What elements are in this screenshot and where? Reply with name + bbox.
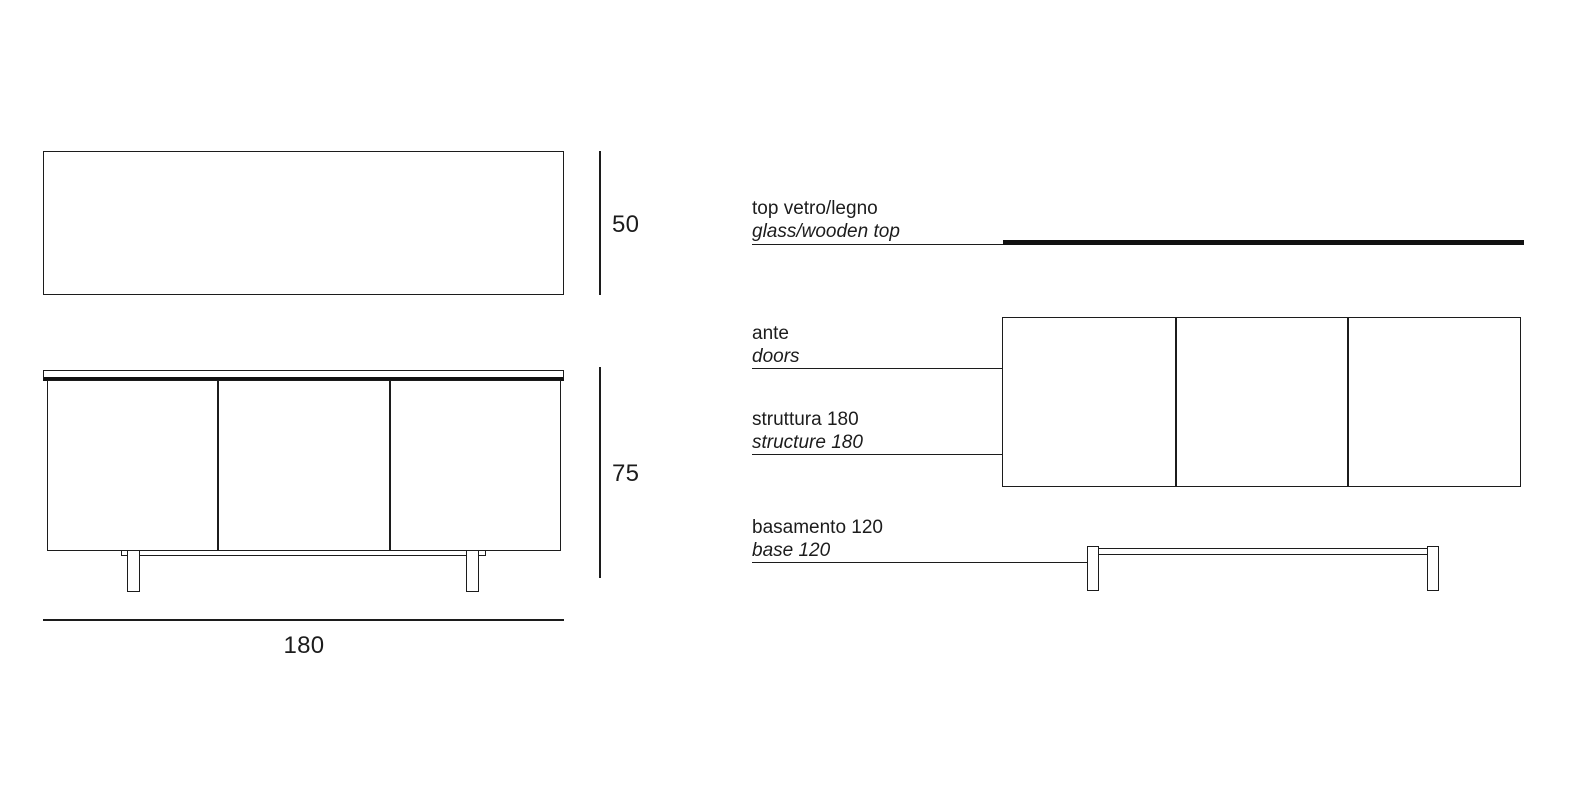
dimension-line-plan-depth [599,151,601,295]
plan-view-outline [43,151,564,295]
front-door-divider-1 [217,381,219,550]
callout-doors-leader-line [752,368,1035,370]
front-left-leg [127,550,140,592]
front-base-rail [121,550,486,556]
dimension-value-plan-depth: 50 [612,211,640,238]
callout-base-secondary: base 120 [752,540,831,561]
exploded-base-rail [1087,548,1439,555]
dimension-line-front-width [43,619,564,621]
exploded-base-left-leg [1087,546,1099,591]
callout-doors-secondary: doors [752,346,800,367]
callout-top-leader-line [752,244,1004,246]
front-top-slab [43,370,564,381]
dimension-value-front-width: 180 [283,632,325,659]
callout-top-secondary: glass/wooden top [752,221,900,242]
dimension-value-front-height: 75 [612,460,640,487]
exploded-door-divider-2 [1347,318,1349,486]
callout-base-leader-line [752,562,1087,564]
callout-structure-primary: struttura 180 [752,409,859,430]
dimension-line-front-height [599,367,601,578]
exploded-base-right-leg [1427,546,1439,591]
callout-top-primary: top vetro/legno [752,198,878,219]
callout-doors-primary: ante [752,323,789,344]
callout-base-primary: basamento 120 [752,517,883,538]
front-right-leg [466,550,479,592]
exploded-doors-outline [1002,317,1521,487]
exploded-top-slab [1003,240,1524,245]
callout-structure-leader-line [752,454,1012,456]
front-body-outline [47,380,561,551]
callout-structure-secondary: structure 180 [752,432,863,453]
front-door-divider-2 [389,381,391,550]
exploded-door-divider-1 [1175,318,1177,486]
